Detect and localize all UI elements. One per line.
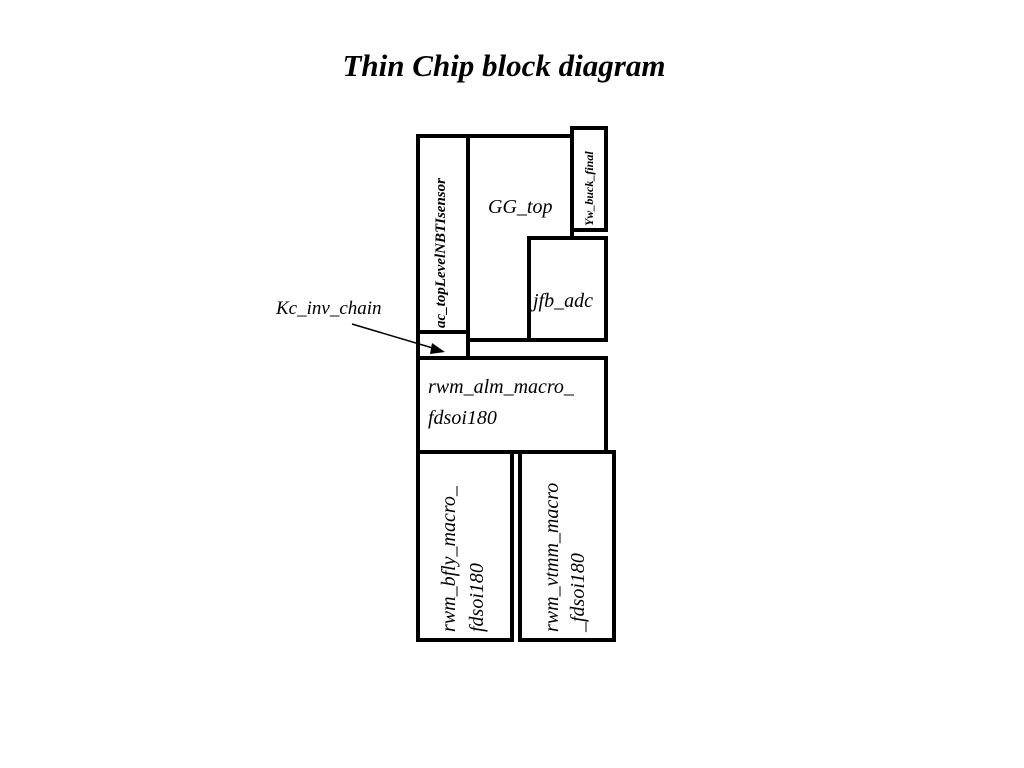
alm-macro-block [416, 356, 608, 454]
alm-macro-label-line2: fdsoi180 [428, 407, 497, 429]
vtmm-macro-label-line1: rwm_vtmm_macro [541, 482, 563, 632]
buck-block [570, 126, 608, 232]
inv-chain-label: Kc_inv_chain [276, 298, 382, 319]
diagram-title: Thin Chip block diagram [342, 48, 666, 83]
nbti-sensor-label: ac_topLevelNBTIsensor [433, 178, 449, 328]
vtmm-macro-label-line2: _fdsoi180 [567, 553, 589, 632]
adc-block [527, 236, 608, 342]
gg-top-label: GG_top [488, 196, 553, 218]
bfly-macro-label-line1: rwm_bfly_macro_ [438, 486, 460, 632]
adc-label: jfb_adc [533, 290, 593, 312]
bfly-macro-label-line2: fdsoi180 [466, 563, 488, 632]
bfly-macro-block [416, 450, 514, 642]
alm-macro-label-line1: rwm_alm_macro_ [428, 376, 574, 398]
buck-label: Yw_buck_final [582, 151, 596, 226]
vtmm-macro-block [518, 450, 616, 642]
